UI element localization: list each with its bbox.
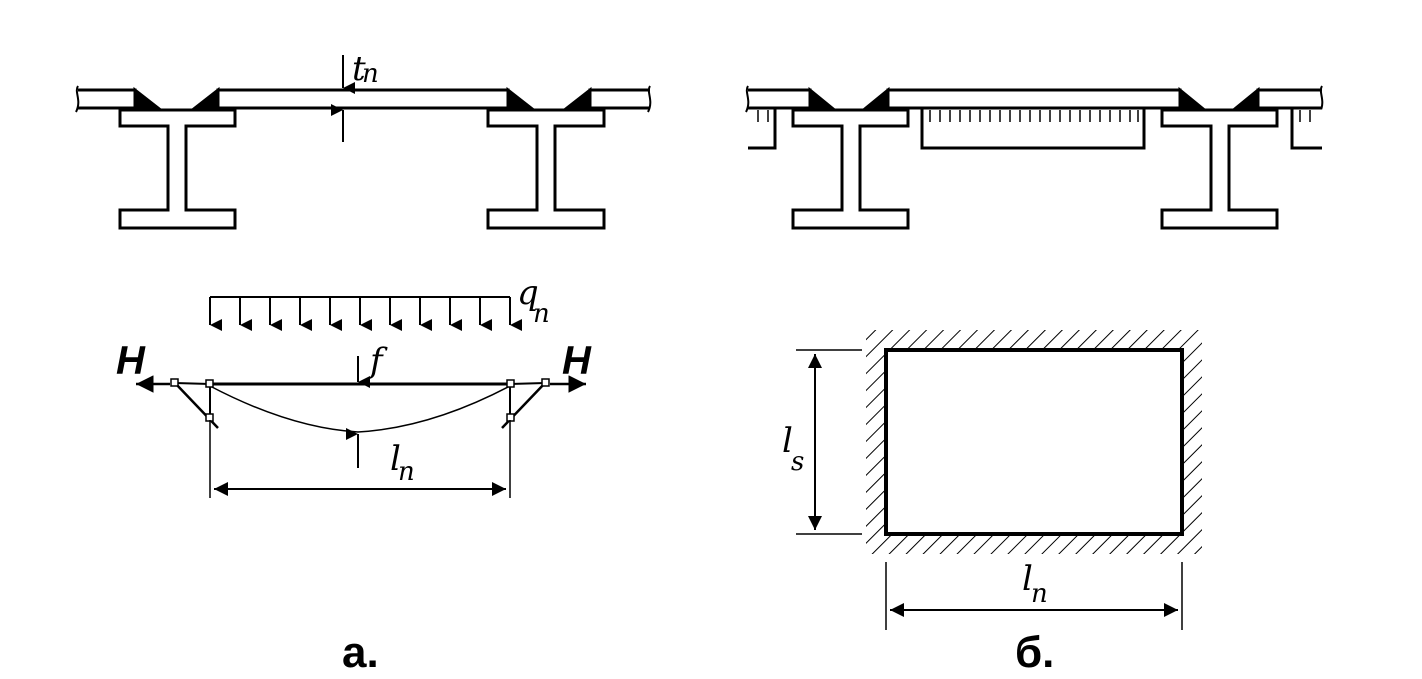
- load-label-sub: n: [533, 299, 550, 329]
- fig-b-deck-section: [745, 85, 1324, 230]
- long-side-label: l: [1022, 559, 1033, 599]
- plate-dimensions: [796, 349, 1183, 630]
- short-side-label: l: [782, 421, 793, 461]
- caption-b: б.: [1015, 628, 1054, 677]
- fig-a-deck-section: [75, 85, 652, 230]
- membrane-scheme: [136, 356, 586, 498]
- distributed-load: [209, 296, 522, 331]
- span-label-sub: n: [398, 457, 415, 487]
- caption-a: а.: [342, 628, 379, 677]
- thickness-label-sub: n: [362, 59, 379, 89]
- span-label: l: [390, 439, 401, 479]
- panel-ribs: [757, 110, 1311, 122]
- load-label: q: [517, 273, 539, 313]
- thickness-label: t: [352, 49, 366, 89]
- short-side-label-sub: s: [791, 447, 804, 477]
- thrust-right-label: H: [562, 339, 592, 383]
- long-side-label-sub: n: [1031, 579, 1048, 609]
- thrust-left-label: H: [116, 339, 146, 383]
- clamped-plate: [866, 330, 1202, 554]
- deflection-label: f: [367, 341, 388, 381]
